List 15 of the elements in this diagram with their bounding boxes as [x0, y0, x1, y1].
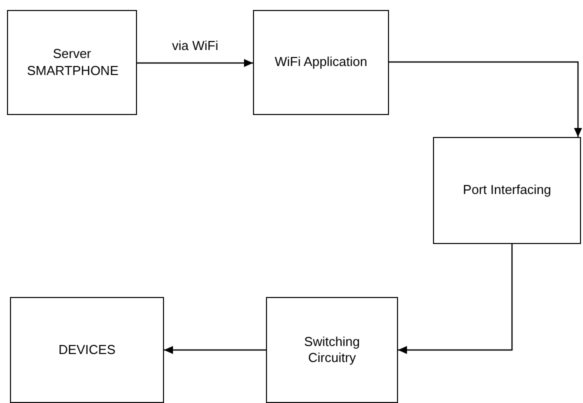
arrow [389, 61, 582, 137]
process-box [266, 297, 398, 403]
process-box [253, 10, 389, 115]
arrow [398, 244, 513, 354]
box-label: Port Interfacing [462, 182, 552, 199]
process-box [7, 10, 137, 115]
edge-label: via WiFi [171, 38, 220, 52]
arrow [164, 346, 266, 354]
box-label: Server SMARTPHONE [27, 46, 117, 79]
box-label: DEVICES [58, 342, 116, 358]
box-label: WiFi Application [274, 54, 368, 71]
arrow [137, 59, 253, 67]
process-box [10, 297, 164, 403]
box-label: Switching Circuitry [303, 334, 361, 366]
process-box [433, 137, 581, 244]
